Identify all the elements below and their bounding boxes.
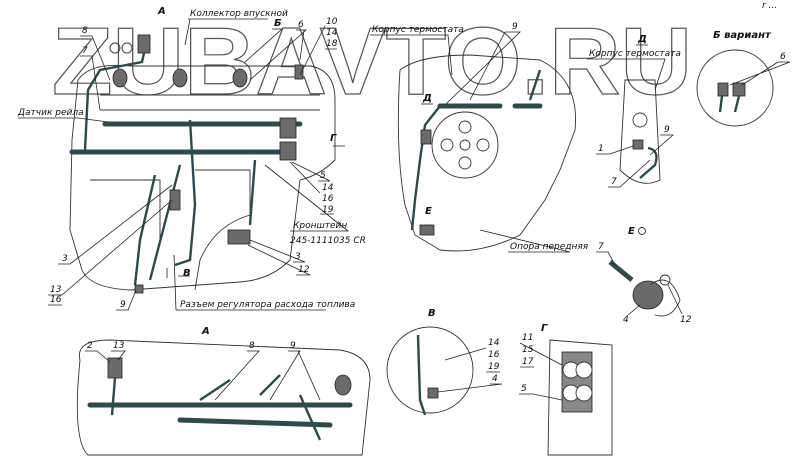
front-view: Корпус термостата 9 Д Е Опора передняя <box>370 22 589 253</box>
callout-13-a: 13 <box>113 341 125 351</box>
intake-manifold-label: Коллектор впускной <box>190 9 288 19</box>
callout-15: 15 <box>522 345 534 355</box>
detail-a: А 2 13 8 9 <box>76 326 371 456</box>
view-g-marker: Г <box>330 133 337 144</box>
callout-3b: 3 <box>295 252 301 262</box>
view-b-variant-title: Б вариант <box>713 30 772 41</box>
detail-g-title: Г <box>541 323 548 334</box>
callout-9-a: 9 <box>290 341 296 351</box>
callout-14-v: 14 <box>488 338 500 348</box>
main-engine-view: А Коллектор впускной Б 6 10 14 18 8 7 Да… <box>17 6 366 311</box>
view-b-marker: Б <box>274 18 282 29</box>
callout-2: 2 <box>87 341 93 351</box>
callout-18: 18 <box>326 39 338 49</box>
detail-v-title: В <box>428 308 436 319</box>
fuel-regulator-connector-icon <box>227 229 251 245</box>
callout-9: 9 <box>120 300 126 310</box>
detail-a-title: А <box>201 326 210 337</box>
view-e-title: Е <box>628 226 635 237</box>
callout-7-e: 7 <box>598 242 604 252</box>
view-a-marker: А <box>157 6 166 17</box>
pressure-sensor <box>137 34 151 54</box>
thermostat-housing-label: Корпус термостата <box>372 25 464 35</box>
callout-7-d: 7 <box>611 177 617 187</box>
callout-11: 11 <box>522 333 533 343</box>
callout-12: 12 <box>298 265 310 275</box>
watermark: ZUBAVTO.RU <box>52 8 692 115</box>
callout-16c: 16 <box>50 295 62 305</box>
callout-17: 17 <box>522 357 534 367</box>
callout-14: 14 <box>326 28 338 38</box>
callout-8-a: 8 <box>249 341 255 351</box>
view-b-variant: Б вариант 6 <box>696 30 791 127</box>
callout-5-g: 5 <box>521 384 527 394</box>
callout-16-v: 16 <box>488 350 500 360</box>
callout-5: 5 <box>320 171 326 181</box>
corner-mark: r ... <box>762 1 777 11</box>
view-d-title: Д <box>637 34 647 45</box>
injectors <box>112 64 304 88</box>
fuel-regulator-connector-label: Разъем регулятора расхода топлива <box>180 300 355 310</box>
detail-g: Г 11 15 17 5 <box>519 323 613 456</box>
callout-9-d: 9 <box>664 125 670 135</box>
callout-19-v: 19 <box>488 362 500 372</box>
bracket-part-number: 245-1111035 CR <box>290 236 366 246</box>
callout-1: 1 <box>598 144 604 154</box>
bracket-label: Кронштейн <box>293 221 347 231</box>
crankshaft-sensor-icon <box>632 280 664 310</box>
view-v-marker: В <box>183 268 191 279</box>
callout-3a: 3 <box>62 254 68 264</box>
callout-4-e: 4 <box>623 315 629 325</box>
callout-16b: 16 <box>322 194 334 204</box>
callout-8: 8 <box>82 26 88 36</box>
view-e-marker: Е <box>425 206 432 217</box>
callout-10: 10 <box>326 17 338 27</box>
view-d-detail: Д Корпус термостата 1 9 7 <box>587 34 681 188</box>
pulley-icon <box>431 111 499 179</box>
callout-6: 6 <box>298 20 304 30</box>
rail-sensor-label: Датчик рейла <box>17 108 84 118</box>
callout-14b: 14 <box>322 183 334 193</box>
view-d-thermostat-housing-label: Корпус термостата <box>589 49 681 59</box>
view-d-marker: Д <box>422 93 432 104</box>
callout-6-variant: 6 <box>780 52 786 62</box>
detail-v: В 14 16 19 4 <box>386 308 503 416</box>
callout-12-e: 12 <box>680 315 692 325</box>
callout-19b: 19 <box>322 205 334 215</box>
callout-13: 13 <box>50 285 62 295</box>
view-e-detail: Е 7 4 12 <box>596 226 692 325</box>
callout-4-v: 4 <box>492 374 498 384</box>
callout-7: 7 <box>82 46 88 56</box>
callout-9-front: 9 <box>512 22 518 32</box>
